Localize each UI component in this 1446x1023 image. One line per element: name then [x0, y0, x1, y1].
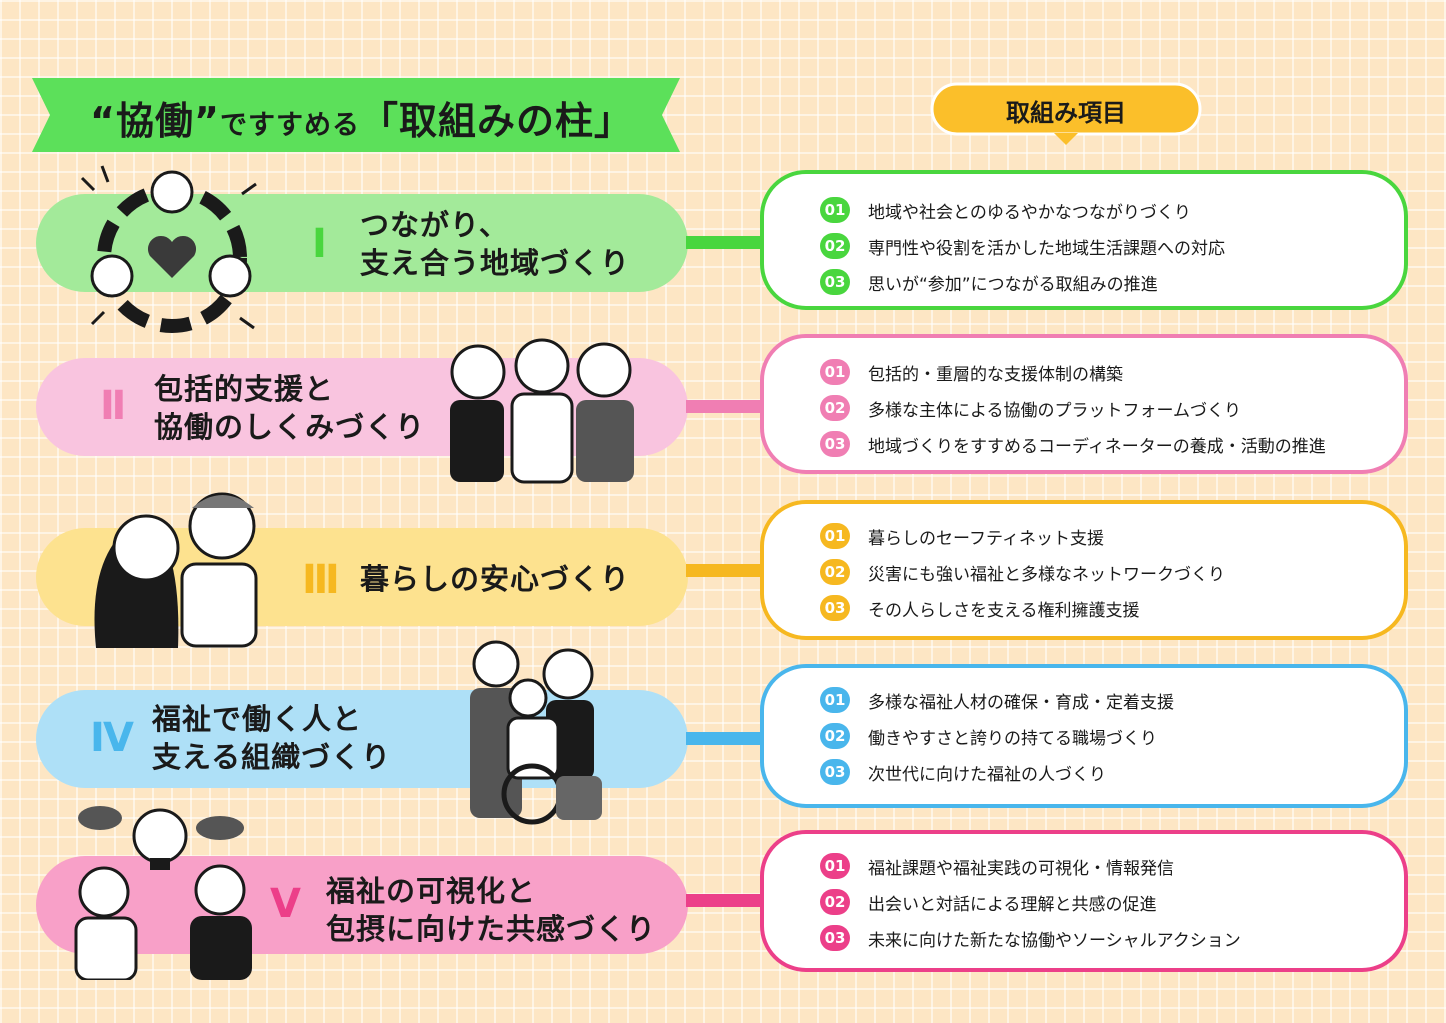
list-item: 03 思いが“参加”につながる取組みの推進	[820, 268, 1158, 296]
item-text: 地域づくりをすすめるコーディネーターの養成・活動の推進	[868, 436, 1326, 457]
pillar-2-items-box: 01 包括的・重層的な支援体制の構築 02 多様な主体による協働のプラットフォームづ…	[760, 334, 1408, 474]
pillar-1-title: つながり、支え合う地域づくり	[360, 208, 631, 280]
pillar-5-items-box: 01 福祉課題や福祉実践の可視化・情報発信 02 出会いと対話による理解と共感の促進…	[760, 830, 1408, 972]
list-item: 03 その人らしさを支える権利擁護支援	[820, 594, 1140, 622]
list-item: 02 出会いと対話による理解と共感の促進	[820, 888, 1157, 916]
pillar-1-band	[36, 194, 688, 292]
pillar-2-title: 包括的支援と協働のしくみづくり	[154, 372, 426, 444]
item-number-badge: 01	[820, 523, 850, 549]
list-item: 01 福祉課題や福祉実践の可視化・情報発信	[820, 852, 1174, 880]
item-number-badge: 03	[820, 759, 850, 785]
list-item: 01 地域や社会とのゆるやかなつながりづくり	[820, 196, 1191, 224]
banner-ribbon-shape	[32, 78, 680, 152]
pillar-1-connector	[686, 236, 766, 249]
list-item: 01 暮らしのセーフティネット支援	[820, 522, 1104, 550]
list-item: 01 多様な福祉人材の確保・育成・定着支援	[820, 686, 1174, 714]
item-number-badge: 02	[820, 233, 850, 259]
title-banner: “協働”ですすめる「取組みの柱」	[32, 78, 680, 152]
pillar-5-connector	[686, 894, 766, 907]
item-number-badge: 03	[820, 925, 850, 951]
pillar-5-numeral: Ⅴ	[270, 881, 301, 927]
pillar-1-items-box: 01 地域や社会とのゆるやかなつながりづくり 02 専門性や役割を活かした地域生活課…	[760, 170, 1408, 310]
caregiver-wheelchair-illustration	[470, 640, 602, 825]
list-item: 03 未来に向けた新たな協働やソーシャルアクション	[820, 924, 1241, 952]
item-text: 暮らしのセーフティネット支援	[868, 528, 1104, 549]
pillar-3-items-box: 01 暮らしのセーフティネット支援 02 災害にも強い福祉と多様なネットワークづくり…	[760, 500, 1408, 640]
item-number-badge: 03	[820, 269, 850, 295]
couple-illustration	[94, 492, 258, 648]
item-text: 出会いと対話による理解と共感の促進	[868, 894, 1157, 915]
item-text: 多様な主体による協働のプラットフォームづくり	[868, 400, 1241, 421]
item-text: その人らしさを支える権利擁護支援	[868, 600, 1140, 621]
item-text: 福祉課題や福祉実践の可視化・情報発信	[868, 858, 1174, 879]
items-heading-tag: 取組み項目	[930, 82, 1202, 146]
pillar-5-band	[36, 856, 688, 954]
list-item: 03 地域づくりをすすめるコーディネーターの養成・活動の推進	[820, 430, 1326, 458]
items-heading-label: 取組み項目	[1006, 99, 1126, 127]
item-text: 災害にも強い福祉と多様なネットワークづくり	[868, 564, 1225, 585]
pillar-4-items-box: 01 多様な福祉人材の確保・育成・定着支援 02 働きやすさと誇りの持てる職場づくり…	[760, 664, 1408, 808]
item-text: 思いが“参加”につながる取組みの推進	[868, 274, 1158, 295]
item-number-badge: 01	[820, 359, 850, 385]
item-number-badge: 01	[820, 853, 850, 879]
pillar-2-numeral: Ⅱ	[100, 383, 127, 429]
item-text: 未来に向けた新たな協働やソーシャルアクション	[868, 930, 1241, 951]
pillar-4-numeral: Ⅳ	[90, 715, 134, 761]
pillar-2-connector	[686, 400, 766, 413]
heart-circle-illustration	[80, 165, 257, 333]
list-item: 03 次世代に向けた福祉の人づくり	[820, 758, 1106, 786]
item-number-badge: 02	[820, 395, 850, 421]
pillar-4-connector	[686, 732, 766, 745]
pillar-3-connector	[686, 564, 766, 577]
item-number-badge: 02	[820, 723, 850, 749]
item-text: 次世代に向けた福祉の人づくり	[868, 764, 1106, 785]
three-people-illustration	[450, 338, 634, 484]
pillar-5-title: 福祉の可視化と包摂に向けた共感づくり	[326, 874, 657, 946]
item-text: 多様な福祉人材の確保・育成・定着支援	[868, 692, 1174, 713]
list-item: 02 災害にも強い福祉と多様なネットワークづくり	[820, 558, 1225, 586]
list-item: 01 包括的・重層的な支援体制の構築	[820, 358, 1123, 386]
page-title: “協働”ですすめる「取組みの柱」	[90, 99, 633, 143]
item-number-badge: 01	[820, 197, 850, 223]
list-item: 02 働きやすさと誇りの持てる職場づくり	[820, 722, 1157, 750]
pillar-4-title: 福祉で働く人と支える組織づくり	[152, 702, 392, 774]
list-item: 02 専門性や役割を活かした地域生活課題への対応	[820, 232, 1225, 260]
item-number-badge: 03	[820, 595, 850, 621]
list-item: 02 多様な主体による協働のプラットフォームづくり	[820, 394, 1241, 422]
item-number-badge: 02	[820, 889, 850, 915]
lightbulb-dialogue-illustration	[74, 806, 252, 980]
pillar-3-numeral: Ⅲ	[302, 557, 340, 603]
item-number-badge: 02	[820, 559, 850, 585]
pillar-3-title: 暮らしの安心づくり	[360, 562, 631, 596]
item-number-badge: 03	[820, 431, 850, 457]
item-text: 働きやすさと誇りの持てる職場づくり	[868, 728, 1157, 749]
item-text: 専門性や役割を活かした地域生活課題への対応	[868, 238, 1225, 259]
item-text: 包括的・重層的な支援体制の構築	[868, 364, 1123, 385]
item-text: 地域や社会とのゆるやかなつながりづくり	[868, 202, 1191, 223]
speech-bubble-shape	[930, 82, 1202, 145]
item-number-badge: 01	[820, 687, 850, 713]
pillar-1-numeral: Ⅰ	[312, 221, 327, 267]
